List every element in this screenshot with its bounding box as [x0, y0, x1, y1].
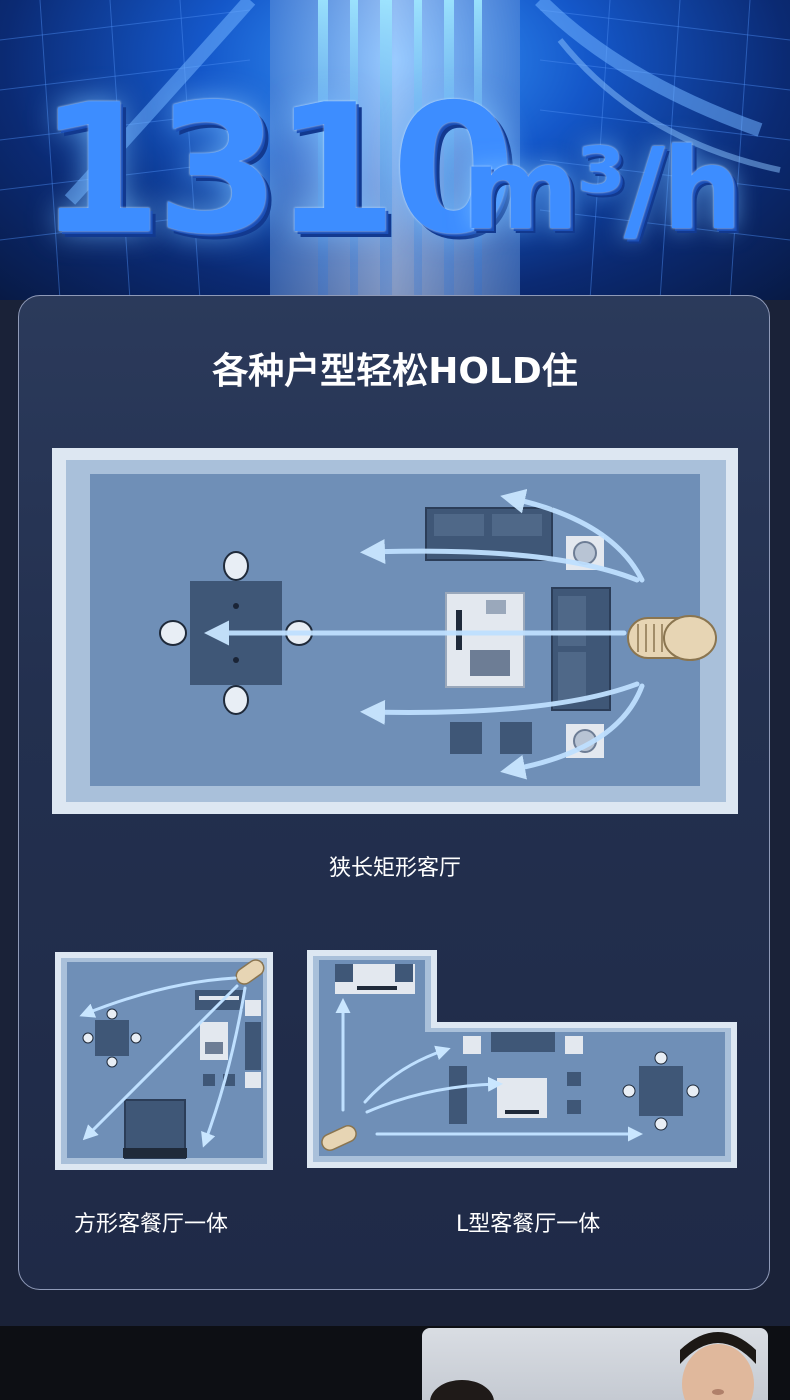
- floorplan-long-rectangle: [52, 448, 738, 814]
- sofa-icon: [449, 1032, 555, 1124]
- tv-cabinet-icon: [445, 592, 525, 688]
- speaker-icon: [463, 1036, 583, 1054]
- air-purifier-icon: [627, 615, 717, 661]
- tv-cabinet-icon: [195, 990, 261, 1070]
- lifestyle-photo: [422, 1328, 768, 1400]
- caption-long-rectangle: 狭长矩形客厅: [328, 856, 461, 881]
- airflow-arrow-icon: [79, 976, 247, 1148]
- air-purifier-icon: [321, 1125, 357, 1151]
- people-photo-graphic: [430, 1332, 756, 1400]
- airflow-unit: m³/h: [462, 125, 742, 255]
- hero-banner: 1310 m³/h: [0, 0, 790, 300]
- caption-square: 方形客餐厅一体: [74, 1212, 229, 1237]
- airflow-arrow-icon: [335, 998, 643, 1142]
- caption-l-shape: L型客餐厅一体: [456, 1212, 601, 1237]
- card-title: 各种户型轻松HOLD住: [212, 351, 578, 392]
- tv-cabinet-icon: [335, 964, 415, 994]
- air-purifier-icon: [235, 959, 265, 985]
- speaker-icon: [566, 536, 604, 758]
- tv-cabinet-icon: [497, 1078, 547, 1118]
- airflow-arrow-icon: [204, 488, 645, 780]
- floorplan-square: [55, 952, 273, 1170]
- dining-table-icon: [622, 1051, 700, 1131]
- speaker-icon: [245, 1000, 261, 1088]
- airflow-value: 1310: [38, 66, 515, 273]
- floorplan-l-shape: [307, 950, 737, 1168]
- dining-table-icon: [82, 1008, 142, 1068]
- bed-icon: [123, 1099, 187, 1159]
- hero-background-graphic: [0, 0, 790, 300]
- sofa-icon: [425, 507, 611, 711]
- hero-airflow-heading: 1310 m³/h: [0, 70, 790, 270]
